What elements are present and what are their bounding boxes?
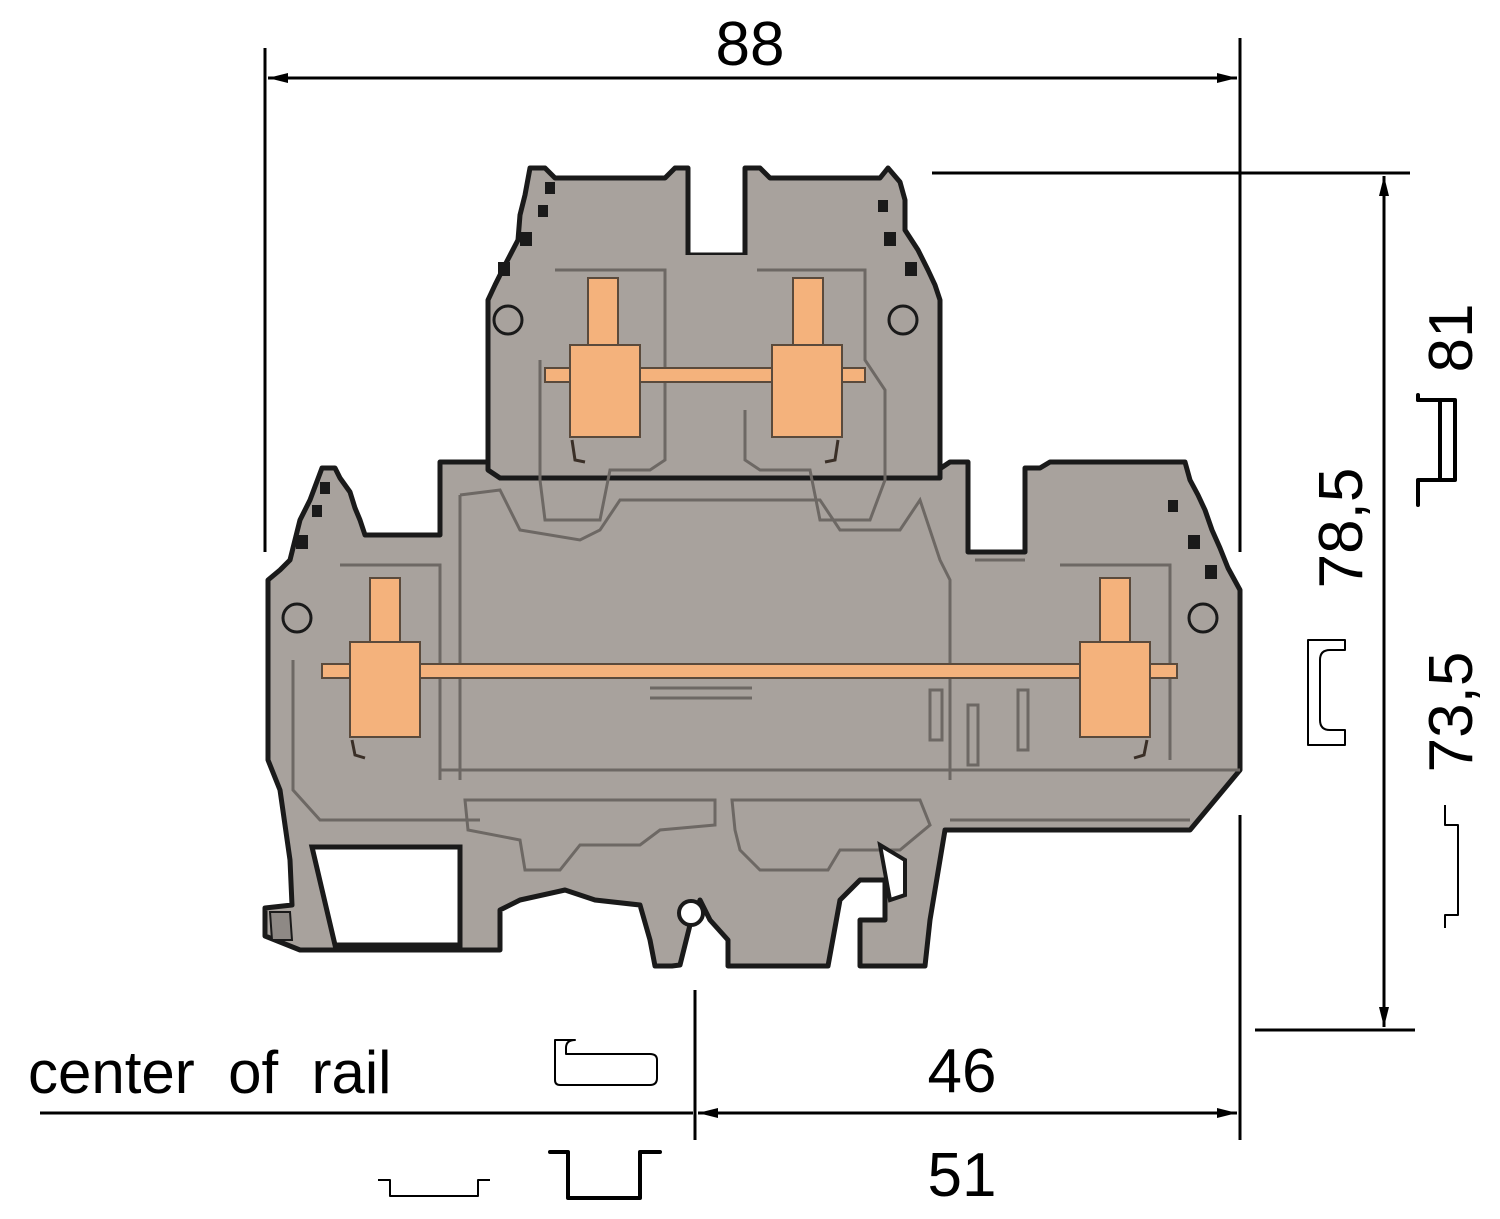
ts35x7.5-rail-icon bbox=[554, 1039, 658, 1086]
dimension-label-73-5: 73,5 bbox=[1417, 652, 1486, 773]
ts35x15-rail-icon bbox=[1416, 393, 1457, 507]
ts35x7.5-rail-icon bbox=[1307, 639, 1346, 746]
clamp-teeth-lower-right bbox=[1168, 500, 1217, 579]
rail-center-label: center of rail bbox=[28, 1039, 392, 1106]
housing-inner-contours bbox=[291, 268, 1240, 872]
dimension-label-88: 88 bbox=[716, 10, 785, 79]
ts32-g-rail-icon bbox=[378, 1179, 490, 1197]
test-hole bbox=[492, 304, 524, 336]
release-slot bbox=[677, 899, 705, 927]
rail-foot-pocket bbox=[308, 844, 463, 948]
test-hole bbox=[887, 304, 919, 336]
dimension-rail-offset: 46 51 bbox=[40, 990, 1237, 1210]
dimension-label-51: 51 bbox=[928, 1141, 997, 1210]
dimension-label-81: 81 bbox=[1417, 304, 1486, 373]
clamp-teeth-upper-left bbox=[498, 182, 555, 276]
dimension-label-46: 46 bbox=[928, 1037, 997, 1106]
copper-bridge-upper bbox=[544, 277, 866, 464]
dimension-label-78-5: 78,5 bbox=[1307, 468, 1376, 589]
copper-bridge-lower bbox=[321, 577, 1178, 760]
test-hole bbox=[1187, 602, 1219, 634]
ts32-g-rail-icon bbox=[1444, 805, 1459, 928]
terminal-block-housing bbox=[262, 165, 1243, 969]
clamp-teeth-lower-left bbox=[296, 482, 330, 549]
test-hole bbox=[281, 602, 313, 634]
dimension-total-width: 88 bbox=[263, 10, 1242, 552]
dimension-total-height bbox=[932, 171, 1415, 1140]
ts35x15-rail-icon bbox=[548, 1150, 662, 1200]
clamp-teeth-upper-right bbox=[878, 200, 917, 276]
